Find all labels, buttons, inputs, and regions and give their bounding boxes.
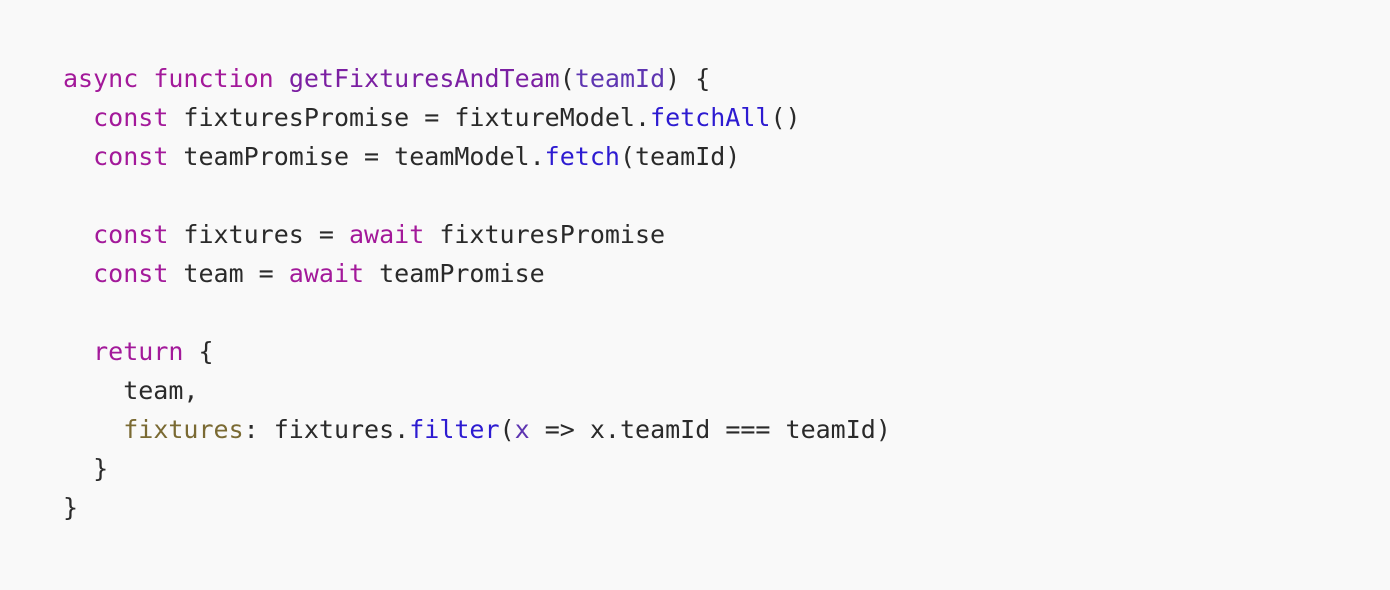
code-token-keyword: await <box>288 259 365 288</box>
code-token-plain: team, <box>63 376 199 405</box>
code-token-property: fixtures <box>123 415 244 444</box>
code-token-plain: ( <box>499 415 515 444</box>
code-line: fixtures: fixtures.filter(x => x.teamId … <box>63 410 1390 449</box>
code-token-plain <box>63 142 93 171</box>
code-line: return { <box>63 332 1390 371</box>
code-line: } <box>63 449 1390 488</box>
code-token-keyword: async <box>63 64 139 93</box>
code-token-keyword: const <box>93 142 169 171</box>
code-token-plain <box>274 64 289 93</box>
code-token-plain: fixturesPromise <box>424 220 666 249</box>
code-token-plain <box>138 64 153 93</box>
code-block: async function getFixturesAndTeam(teamId… <box>63 59 1390 527</box>
code-line: const fixturesPromise = fixtureModel.fet… <box>63 98 1390 137</box>
code-token-plain <box>63 259 93 288</box>
code-token-plain <box>63 337 93 366</box>
code-line: const team = await teamPromise <box>63 254 1390 293</box>
code-line: } <box>63 488 1390 527</box>
code-token-method: fetchAll <box>650 103 771 132</box>
code-line: const teamPromise = teamModel.fetch(team… <box>63 137 1390 176</box>
code-token-keyword: return <box>93 337 184 366</box>
code-token-plain <box>63 103 93 132</box>
code-line: team, <box>63 371 1390 410</box>
code-token-plain: => x.teamId === teamId) <box>529 415 891 444</box>
code-token-plain: teamPromise = teamModel. <box>168 142 545 171</box>
code-token-parameter: x <box>514 415 530 444</box>
code-token-keyword: function <box>153 64 274 93</box>
code-token-plain: ( <box>559 64 575 93</box>
code-token-function-name: getFixturesAndTeam <box>288 64 560 93</box>
code-token-plain: (teamId) <box>619 142 741 171</box>
code-token-plain: ) { <box>665 64 711 93</box>
code-token-plain: team = <box>168 259 289 288</box>
code-line <box>63 293 1390 332</box>
code-token-plain: () <box>770 103 801 132</box>
code-line: const fixtures = await fixturesPromise <box>63 215 1390 254</box>
code-token-keyword: const <box>93 220 169 249</box>
code-token-keyword: const <box>93 103 169 132</box>
code-token-plain: : fixtures. <box>243 415 410 444</box>
code-token-method: filter <box>409 415 500 444</box>
code-token-plain: } <box>63 493 79 522</box>
code-token-keyword: await <box>349 220 425 249</box>
code-token-plain <box>63 415 123 444</box>
code-token-plain: fixtures = <box>168 220 349 249</box>
code-token-keyword: const <box>93 259 169 288</box>
code-token-method: fetch <box>544 142 620 171</box>
code-token-plain <box>63 220 93 249</box>
code-token-plain: { <box>183 337 214 366</box>
code-token-plain: fixturesPromise = fixtureModel. <box>168 103 651 132</box>
code-token-parameter: teamId <box>574 64 666 93</box>
code-token-plain: teamPromise <box>364 259 545 288</box>
code-token-plain: } <box>63 454 109 483</box>
code-line: async function getFixturesAndTeam(teamId… <box>63 59 1390 98</box>
code-line <box>63 176 1390 215</box>
